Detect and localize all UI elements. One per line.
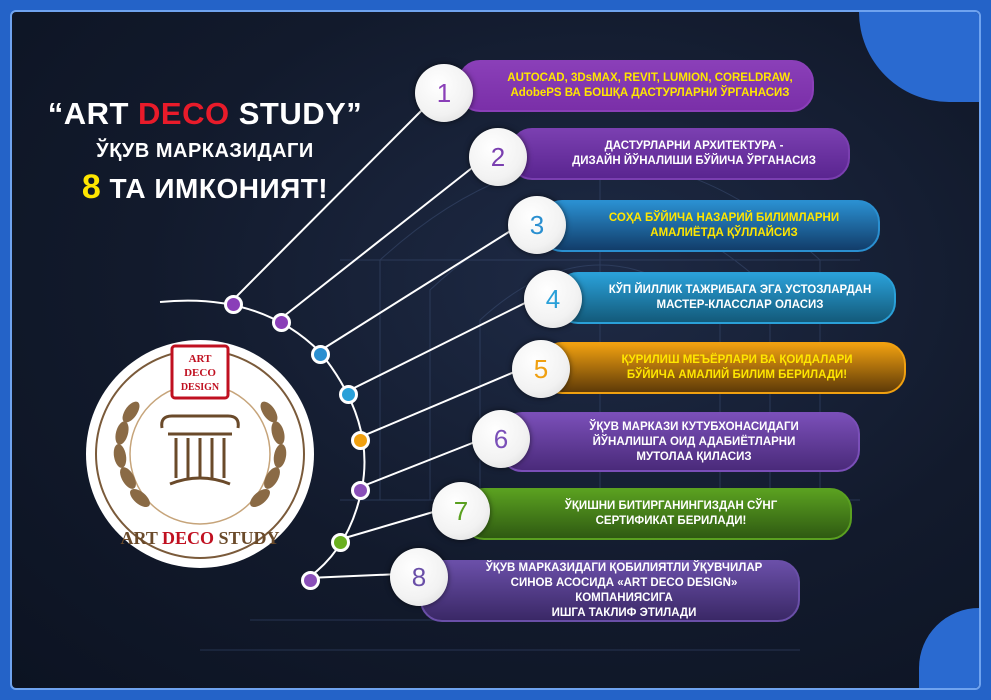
opportunity-text: КЎП ЙИЛЛИК ТАЖРИБАГА ЭГА УСТОЗЛАРДАН МАСТ… xyxy=(609,283,872,313)
timeline-dot xyxy=(224,295,243,314)
timeline-dot xyxy=(351,481,370,500)
opportunity-text-line: AUTOCAD, 3DsMAX, REVIT, LUMION, CORELDRA… xyxy=(507,72,793,84)
badge-text-design: DESIGN xyxy=(181,382,220,393)
opportunity-text-line: ЎҚУВ МАРКАЗИДАГИ ҚОБИЛИЯТЛИ ЎҚУВЧИЛАР xyxy=(485,562,763,574)
opportunity-text: СОҲА БЎЙИЧА НАЗАРИЙ БИЛИМЛАРНИ АМАЛИЁТДА … xyxy=(609,211,839,241)
badge-text-art: ART xyxy=(189,353,213,365)
item-number-6: 6 xyxy=(472,410,530,468)
opportunity-text-line: ЎҚИШНИ БИТИРГАНИНГИЗДАН СЎНГ xyxy=(564,500,778,512)
opportunity-text-line: ИШГА ТАКЛИФ ЭТИЛАДИ xyxy=(551,607,697,619)
item-number-7: 7 xyxy=(432,482,490,540)
opportunity-item-8: ЎҚУВ МАРКАЗИДАГИ ҚОБИЛИЯТЛИ ЎҚУВЧИЛАР СИН… xyxy=(420,560,800,622)
item-number-4: 4 xyxy=(524,270,582,328)
timeline-dot xyxy=(311,345,330,364)
opportunity-text-line: МУТОЛАА ҚИЛАСИЗ xyxy=(636,450,752,463)
opportunity-text: ЎҚУВ МАРКАЗИ КУТУБХОНАСИДАГИ ЙЎНАЛИШГА ОИ… xyxy=(589,420,798,465)
art-deco-study-logo: ART DECO DESIGN ART DECO STUDY xyxy=(86,340,314,568)
timeline-dot xyxy=(331,533,350,552)
opportunity-item-4: КЎП ЙИЛЛИК ТАЖРИБАГА ЭГА УСТОЗЛАРДАН МАСТ… xyxy=(556,272,896,324)
opportunity-text-line: AdobePS ВА БОШҚА ДАСТУРЛАРНИ ЎРГАНАСИЗ xyxy=(510,87,790,99)
opportunity-text-line: ДИЗАЙН ЙЎНАЛИШИ БЎЙИЧА ЎРГАНАСИЗ xyxy=(572,155,816,167)
opportunity-text: ҚУРИЛИШ МЕЪЁРЛАРИ ВА ҚОИДАЛАРИ БЎЙИЧА АМА… xyxy=(622,353,853,383)
opportunity-text-line: СИНОВ АСОСИДА «ART DECO DESIGN» КОМПАНИЯ… xyxy=(510,577,738,604)
opportunity-text-line: СЕРТИФИКАТ БЕРИЛАДИ! xyxy=(595,515,747,527)
opportunity-text-line: ҚУРИЛИШ МЕЪЁРЛАРИ ВА ҚОИДАЛАРИ xyxy=(621,354,853,366)
opportunity-text-line: ДАСТУРЛАРНИ АРХИТЕКТУРА - xyxy=(604,140,784,152)
opportunity-text-line: АМАЛИЁТДА ҚЎЛЛАЙСИЗ xyxy=(650,227,798,239)
main-title: “ART DECO STUDY” xyxy=(47,96,363,131)
item-number-2: 2 xyxy=(469,128,527,186)
badge-text-deco: DECO xyxy=(184,367,216,379)
item-number-8: 8 xyxy=(390,548,448,606)
opportunity-item-3: СОҲА БЎЙИЧА НАЗАРИЙ БИЛИМЛАРНИ АМАЛИЁТДА … xyxy=(540,200,880,252)
opportunity-text-line: МАСТЕР-КЛАССЛАР ОЛАСИЗ xyxy=(656,299,824,311)
timeline-dot xyxy=(351,431,370,450)
opportunity-text-line: ЎҚУВ МАРКАЗИ КУТУБХОНАСИДАГИ xyxy=(589,420,799,433)
opportunity-text-line: ЙЎНАЛИШГА ОИД АДАБИЁТЛАРНИ xyxy=(592,435,796,448)
item-number-5: 5 xyxy=(512,340,570,398)
opportunity-text-line: БЎЙИЧА АМАЛИЙ БИЛИМ БЕРИЛАДИ! xyxy=(626,369,848,381)
opportunity-text-line: КЎП ЙИЛЛИК ТАЖРИБАГА ЭГА УСТОЗЛАРДАН xyxy=(608,284,872,296)
opportunity-item-2: ДАСТУРЛАРНИ АРХИТЕКТУРА - ДИЗАЙН ЙЎНАЛИШИ… xyxy=(510,128,850,180)
opportunity-text: ЎҚИШНИ БИТИРГАНИНГИЗДАН СЎНГ СЕРТИФИКАТ Б… xyxy=(565,499,778,529)
item-number-1: 1 xyxy=(415,64,473,122)
opportunity-text: AUTOCAD, 3DsMAX, REVIT, LUMION, CORELDRA… xyxy=(507,71,792,101)
opportunity-text-line: СОҲА БЎЙИЧА НАЗАРИЙ БИЛИМЛАРНИ xyxy=(608,212,840,224)
timeline-dot xyxy=(272,313,291,332)
opportunity-text: ДАСТУРЛАРНИ АРХИТЕКТУРА - ДИЗАЙН ЙЎНАЛИШИ… xyxy=(572,139,816,169)
tagline: 8 ТА ИМКОНИЯТ! xyxy=(81,168,329,206)
opportunity-text: ЎҚУВ МАРКАЗИДАГИ ҚОБИЛИЯТЛИ ЎҚУВЧИЛАР СИН… xyxy=(468,561,780,621)
logo-ring-text: ART DECO STUDY xyxy=(120,528,279,548)
timeline-dot xyxy=(339,385,358,404)
opportunity-item-1: AUTOCAD, 3DsMAX, REVIT, LUMION, CORELDRA… xyxy=(458,60,814,112)
opportunity-item-5: ҚУРИЛИШ МЕЪЁРЛАРИ ВА ҚОИДАЛАРИ БЎЙИЧА АМА… xyxy=(540,342,906,394)
item-number-3: 3 xyxy=(508,196,566,254)
subtitle: ЎҚУВ МАРКАЗИДАГИ xyxy=(96,140,314,162)
timeline-dot xyxy=(301,571,320,590)
opportunity-item-6: ЎҚУВ МАРКАЗИ КУТУБХОНАСИДАГИ ЙЎНАЛИШГА ОИ… xyxy=(500,412,860,472)
opportunity-item-7: ЎҚИШНИ БИТИРГАНИНГИЗДАН СЎНГ СЕРТИФИКАТ Б… xyxy=(462,488,852,540)
